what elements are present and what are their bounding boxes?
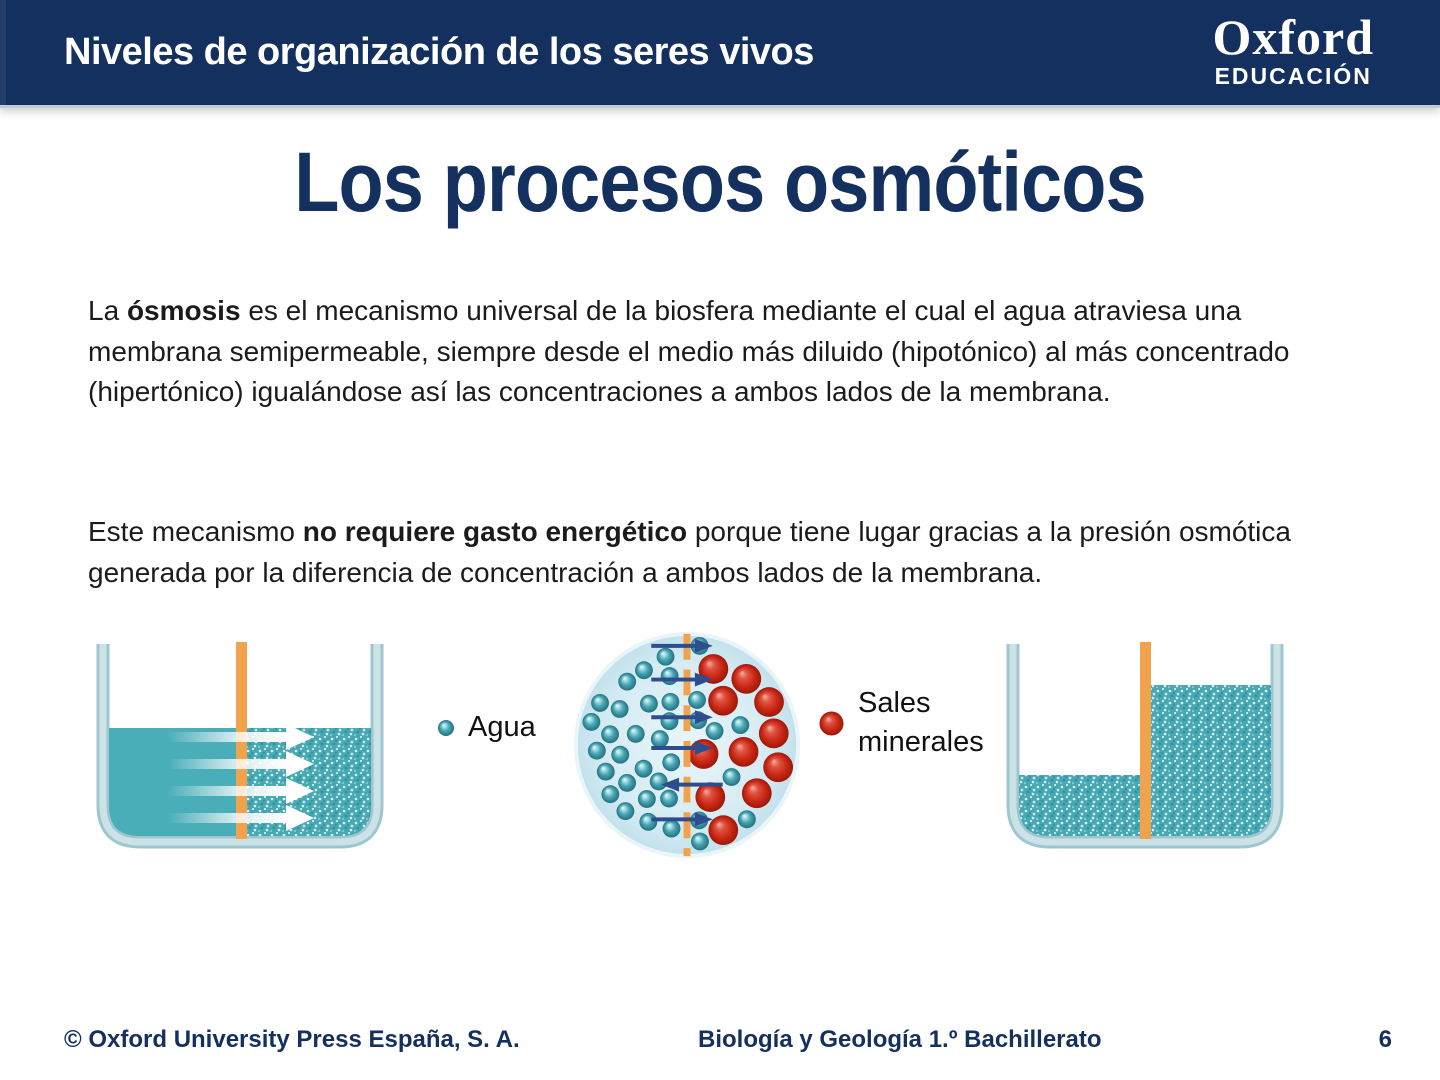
footer-page-number: 6 [1378, 1026, 1392, 1053]
salt-particle-icon [819, 711, 844, 736]
p2-text-post: porque tiene lugar gracias a la presión … [88, 516, 1291, 588]
water-flow-arrows [168, 724, 314, 831]
legend-water: Agua [437, 708, 536, 747]
p2-text-pre: Este mecanismo [88, 516, 303, 547]
footer-copyright: © Oxford University Press España, S. A. [64, 1026, 520, 1053]
equalized-liquid-low [1019, 775, 1140, 836]
p1-text-pre: La [88, 295, 127, 326]
particle-spheres [582, 637, 794, 851]
equalized-liquid-high [1151, 685, 1271, 836]
membrane-bar [1140, 642, 1151, 839]
beaker-initial-svg [96, 642, 384, 849]
beaker-final-state [1000, 640, 1290, 852]
paragraph-osmosis-definition: La ósmosis es el mecanismo universal de … [88, 291, 1363, 413]
header-title: Niveles de organización de los seres viv… [64, 31, 814, 73]
water-particle-icon [438, 719, 454, 736]
legend-salts-label: Sales minerales [858, 687, 984, 759]
hypertonic-liquid [242, 728, 371, 836]
p2-bold-no-energy: no requiere gasto energético [302, 516, 688, 547]
oxford-wordmark: Oxford [1212, 9, 1374, 65]
p1-text-post: es el mecanismo universal de la biosfera… [88, 295, 1290, 408]
hypotonic-liquid [109, 728, 242, 836]
footer-book-title: Biología y Geología 1.º Bachillerato [698, 1026, 1102, 1053]
glass-wall-highlight [99, 644, 381, 846]
paragraph-energy-note: Este mecanismo no requiere gasto energét… [88, 512, 1363, 593]
oxford-educacion-label: EDUCACIÓN [1214, 63, 1372, 89]
glass-wall-highlight [1009, 644, 1281, 846]
osmosis-direction-arrows [651, 638, 723, 827]
membrane-microview [568, 626, 806, 864]
oxford-logo: Oxford EDUCACIÓN [1212, 12, 1374, 90]
beaker-final-svg [1006, 642, 1284, 849]
osmosis-diagram: Agua Sales minerales [0, 618, 1440, 878]
legend-salts: Sales minerales [818, 684, 998, 762]
slide-header-bar: Niveles de organización de los seres viv… [0, 0, 1440, 105]
p1-bold-osmosis: ósmosis [126, 295, 241, 326]
slide-title: Los procesos osmóticos [294, 135, 1146, 229]
membrane-microview-svg [573, 631, 801, 859]
legend-water-label: Agua [468, 711, 536, 743]
beaker-initial-state [90, 640, 390, 852]
